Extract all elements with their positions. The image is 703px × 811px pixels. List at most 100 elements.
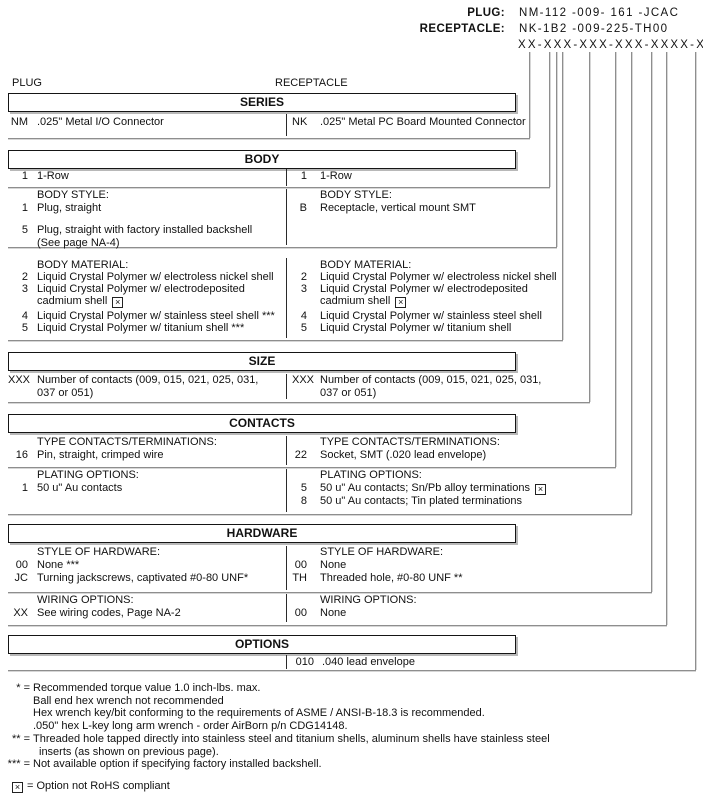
footnote-marker (4, 695, 30, 708)
contacts-type-bottom-rule (8, 467, 616, 468)
option-code: 3 (21, 283, 28, 295)
option-desc: None *** (37, 559, 80, 571)
plug-part-number-label: PLUG: (467, 7, 505, 19)
option-code: B (299, 202, 307, 214)
footnote-text: Threaded hole tapped directly into stain… (33, 732, 550, 745)
plating-option: 1 50 u" Au contacts (8, 482, 122, 495)
option-code: 5 (300, 322, 307, 334)
option-code: XX (13, 607, 28, 619)
not-rohs-compliant-icon: × (534, 484, 546, 495)
part-number-mask: XX-XXX-XXX-XXX-XXXX-XXX (518, 39, 703, 51)
column-divider (286, 189, 287, 245)
footnote-line: .050" hex L-key long arm wrench - order … (4, 720, 694, 733)
body-style-bottom-rule (8, 247, 557, 248)
footnote-marker: ** = (11, 732, 30, 745)
body-material-header-plug: BODY MATERIAL: (37, 259, 129, 271)
option-desc: 50 u" Au contacts; Tin plated terminatio… (320, 495, 523, 507)
connector-line-body-row (549, 52, 550, 187)
option-code: 1 (300, 170, 307, 182)
plating-header-receptacle: PLATING OPTIONS: (320, 469, 422, 481)
option-desc: Pin, straight, crimped wire (37, 449, 164, 461)
option-desc: Turning jackscrews, captivated #0-80 UNF… (37, 572, 249, 584)
option-desc: .040 lead envelope (322, 656, 415, 668)
hardware-style-header-receptacle: STYLE OF HARDWARE: (320, 546, 444, 558)
option-desc: Liquid Crystal Polymer w/ electrodeposit… (320, 283, 528, 295)
option-code: 2 (21, 271, 28, 283)
not-rohs-compliant-icon: × (112, 297, 124, 308)
receptacle-part-number-value: NK-1B2 -009-225-TH00 (519, 23, 669, 35)
body-material-option-cont: cadmium shell× (37, 295, 124, 308)
option-code: TH (292, 572, 307, 584)
footnotes: * =Recommended torque value 1.0 inch-lbs… (4, 682, 694, 771)
not-rohs-compliant-icon: × (395, 297, 407, 308)
option-code: 3 (300, 283, 307, 295)
wiring-header-plug: WIRING OPTIONS: (37, 594, 134, 606)
column-divider (286, 258, 287, 338)
column-divider (286, 114, 287, 136)
option-desc: Liquid Crystal Polymer w/ stainless stee… (320, 310, 542, 322)
column-divider (286, 436, 287, 465)
connector-line-plating (631, 52, 632, 514)
column-divider (286, 469, 287, 512)
footnote-text: inserts (as shown on previous page). (39, 745, 219, 758)
option-code: 1 (21, 170, 28, 182)
rohs-note-text: = Option not RoHS compliant (27, 780, 170, 792)
footnote-text: .050" hex L-key long arm wrench - order … (33, 720, 348, 733)
body-material-header-receptacle: BODY MATERIAL: (320, 259, 412, 271)
wiring-option: XX See wiring codes, Page NA-2 (8, 607, 181, 620)
plug-column-label: PLUG (12, 77, 42, 89)
option-desc: 50 u" Au contacts (37, 482, 123, 494)
option-desc: Liquid Crystal Polymer w/ stainless stee… (37, 310, 275, 322)
body-style-header-receptacle: BODY STYLE: (320, 189, 392, 201)
body-material-option-cont: cadmium shell× (320, 295, 407, 308)
footnote-marker (4, 707, 30, 720)
option-desc: 50 u" Au contacts; Sn/Pb alloy terminati… (320, 482, 530, 494)
option-code: 00 (15, 559, 28, 571)
series-receptacle-row: NK.025" Metal PC Board Mounted Connector (292, 116, 526, 129)
contacts-section-header: CONTACTS (8, 414, 516, 433)
option-code: 8 (300, 495, 307, 507)
plating-option: 8 50 u" Au contacts; Tin plated terminati… (292, 495, 522, 508)
option-desc: Liquid Crystal Polymer w/ electroless ni… (37, 271, 274, 283)
body-material-bottom-rule (8, 340, 563, 341)
footnote-line: Ball end hex wrench not recommended (4, 695, 694, 708)
option-desc: Liquid Crystal Polymer w/ titanium shell (320, 322, 512, 334)
option-code: 22 (294, 449, 307, 461)
option-desc: 1-Row (37, 170, 69, 182)
body-style-header-plug: BODY STYLE: (37, 189, 109, 201)
footnote-line: *** =Not available option if specifying … (4, 758, 694, 771)
column-divider (286, 594, 287, 622)
option-desc: See wiring codes, Page NA-2 (37, 607, 181, 619)
option-code: 1 (21, 482, 28, 494)
connector-line-body-style (556, 52, 557, 247)
option-desc: Plug, straight with factory installed ba… (37, 224, 253, 236)
not-rohs-compliant-icon: × (12, 782, 23, 793)
wiring-header-receptacle: WIRING OPTIONS: (320, 594, 417, 606)
footnote-marker (4, 746, 30, 759)
option-desc: .025" Metal I/O Connector (37, 116, 164, 128)
option-code: 00 (294, 559, 307, 571)
footnote-text: Ball end hex wrench not recommended (33, 694, 224, 707)
footnote-line: inserts (as shown on previous page). (4, 746, 694, 759)
hardware-style-header-plug: STYLE OF HARDWARE: (37, 546, 161, 558)
connector-line-body-material (562, 52, 563, 340)
connector-line-options (695, 52, 696, 670)
receptacle-part-number-label: RECEPTACLE: (419, 23, 505, 35)
plating-bottom-rule (8, 514, 632, 515)
column-divider (286, 374, 287, 399)
option-desc: .025" Metal PC Board Mounted Connector (320, 116, 526, 128)
option-code: 16 (15, 449, 28, 461)
option-code: 4 (300, 310, 307, 322)
footnote-line: ** =Threaded hole tapped directly into s… (4, 733, 694, 746)
contacts-type-header-receptacle: TYPE CONTACTS/TERMINATIONS: (320, 436, 500, 448)
